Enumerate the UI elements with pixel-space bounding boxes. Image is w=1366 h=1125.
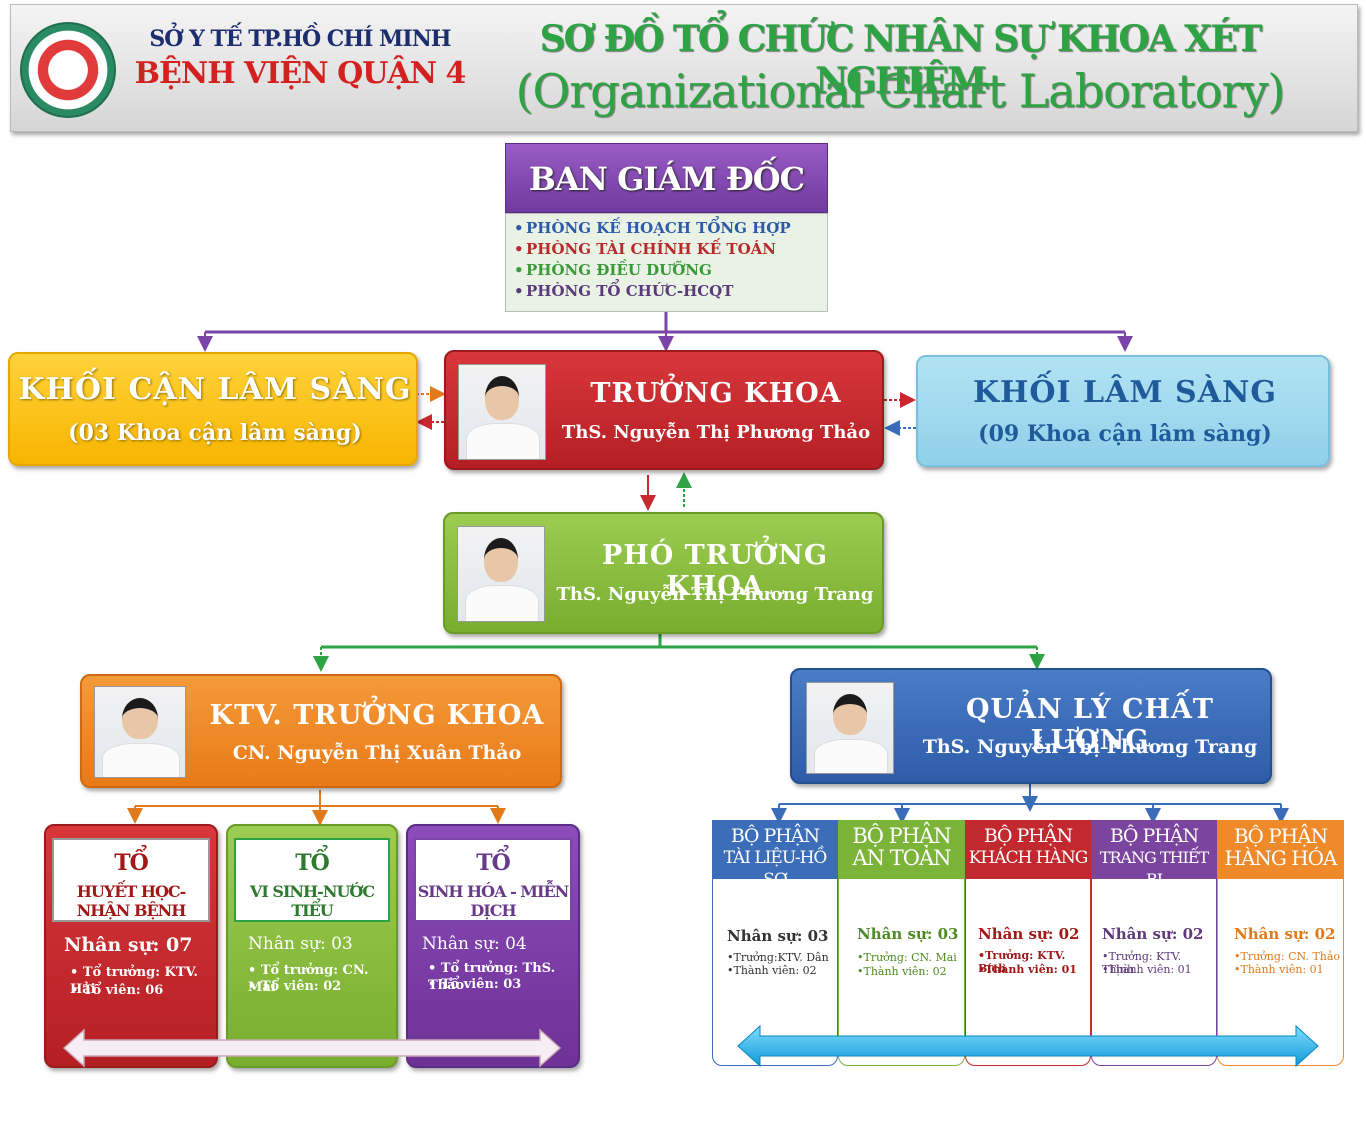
- logo-mark-icon: ✚: [59, 57, 77, 81]
- header-banner: [10, 4, 1358, 132]
- unit-header: BỘ PHẬN AN TOÀN: [839, 821, 964, 879]
- unit-staff-count: Nhân sự: 02: [1102, 925, 1204, 943]
- portrait-photo: [458, 364, 546, 460]
- unit-name: HÀNG HÓA: [1224, 846, 1338, 870]
- team-card: TỔ VI SINH-NƯỚC TIỂU Nhân sự: 03 • Tổ tr…: [226, 824, 398, 1068]
- unit-header: BỘ PHẬN KHÁCH HÀNG: [966, 821, 1090, 879]
- paraclinical-block: KHỐI CẬN LÂM SÀNG (03 Khoa cận lâm sàng): [8, 352, 418, 466]
- unit-staff-count: Nhân sự: 03: [857, 925, 959, 943]
- department-item: •PHÒNG KẾ HOẠCH TỔNG HỢP: [514, 219, 791, 237]
- org-name: BỆNH VIỆN QUẬN 4: [134, 56, 467, 91]
- unit-members: •Thành viên: 01: [1234, 963, 1324, 976]
- team-card: TỔ HUYẾT HỌC-NHẬN BỆNH Nhân sự: 07 • Tổ …: [44, 824, 218, 1068]
- unit-column: BỘ PHẬN HÀNG HÓA Nhân sự: 02 •Trưởng: CN…: [1217, 820, 1344, 1066]
- team-leader: • Tổ trưởng: CN. Mai: [248, 963, 369, 995]
- unit-staff-count: Nhân sự: 02: [978, 925, 1080, 943]
- unit-prefix: BỘ PHẬN: [1109, 825, 1199, 847]
- team-prefix: TỔ: [114, 850, 149, 876]
- unit-leader: •Trưởng: KTV. Thịnh: [1102, 950, 1182, 976]
- portrait-photo: [94, 686, 186, 778]
- unit-prefix: BỘ PHẬN: [852, 824, 951, 848]
- quality-name: ThS. Nguyễn Thị Phương Trang: [922, 736, 1258, 758]
- unit-header: BỘ PHẬN TÀI LIỆU-HỒ SƠ: [713, 821, 837, 890]
- team-staff-count: Nhân sự: 03: [248, 934, 353, 954]
- team-staff-count: Nhân sự: 04: [422, 934, 527, 954]
- team-header: TỔ SINH HÓA - MIỄN DỊCH: [414, 838, 572, 922]
- chief-technician-box: KTV. TRƯỞNG KHOA CN. Nguyễn Thị Xuân Thả…: [80, 674, 562, 788]
- team-leader: • Tổ trưởng: KTV. Hải: [70, 965, 198, 997]
- unit-name: TRANG THIẾT BỊ: [1099, 848, 1209, 889]
- unit-members: •Thành viên: 02: [857, 965, 947, 978]
- unit-members: •Thành viên: 01: [1102, 963, 1192, 976]
- unit-name: AN TOÀN: [852, 846, 952, 870]
- unit-column: BỘ PHẬN AN TOÀN Nhân sự: 03 •Trưởng: CN.…: [838, 820, 965, 1066]
- head-name: ThS. Nguyễn Thị Phương Thảo: [561, 422, 871, 443]
- unit-prefix: BỘ PHẬN: [730, 825, 820, 847]
- org-subtitle: SỞ Y TẾ TP.HỒ CHÍ MINH: [149, 26, 451, 52]
- head-title: TRƯỞNG KHOA: [590, 378, 842, 409]
- portrait-photo: [457, 526, 545, 622]
- department-list: •PHÒNG KẾ HOẠCH TỔNG HỢP •PHÒNG TÀI CHÍN…: [505, 213, 828, 312]
- unit-column: BỘ PHẬN KHÁCH HÀNG Nhân sự: 02 •Trưởng: …: [965, 820, 1091, 1066]
- block-subtitle: (03 Khoa cận lâm sàng): [68, 420, 362, 446]
- chart-title-en: (Organizational Chart Laboratory): [515, 64, 1286, 118]
- team-staff-count: Nhân sự: 07: [64, 934, 193, 956]
- block-title: KHỐI LÂM SÀNG: [972, 375, 1278, 410]
- chief-tech-title: KTV. TRƯỞNG KHOA: [209, 700, 545, 731]
- department-item: •PHÒNG ĐIỀU DƯỠNG: [514, 261, 712, 279]
- quality-management-box: QUẢN LÝ CHẤT LƯỢNG ThS. Nguyễn Thị Phươn…: [790, 668, 1272, 784]
- department-item: •PHÒNG TỔ CHỨC-HCQT: [514, 282, 734, 300]
- deputy-title: PHÓ TRƯỞNG KHOA: [601, 540, 829, 602]
- unit-staff-count: Nhân sự: 03: [727, 927, 829, 945]
- chief-tech-name: CN. Nguyễn Thị Xuân Thảo: [232, 742, 522, 764]
- block-subtitle: (09 Khoa cận lâm sàng): [978, 421, 1272, 447]
- unit-column: BỘ PHẬN TÀI LIỆU-HỒ SƠ Nhân sự: 03 •Trưở…: [712, 820, 838, 1066]
- unit-leader: •Trưởng: CN. Mai: [857, 951, 957, 964]
- deputy-name: ThS. Nguyễn Thị Phương Trang: [556, 584, 874, 605]
- unit-prefix: BỘ PHẬN: [983, 825, 1073, 847]
- unit-name: TÀI LIỆU-HỒ SƠ: [723, 848, 828, 890]
- unit-leader: •Trưởng: CN. Thảo: [1234, 950, 1341, 963]
- team-name: HUYẾT HỌC-NHẬN BỆNH: [76, 882, 187, 920]
- team-leader: • Tổ trưởng: ThS. Thảo: [428, 961, 556, 993]
- unit-prefix: BỘ PHẬN: [1233, 824, 1328, 848]
- quality-title: QUẢN LÝ CHẤT LƯỢNG: [965, 694, 1215, 756]
- team-name: VI SINH-NƯỚC TIỂU: [249, 882, 375, 920]
- team-members: • Tổ viên: 03: [428, 977, 522, 992]
- unit-members: •Thành viên: 02: [727, 964, 817, 977]
- team-members: • Tổ viên: 06: [70, 983, 164, 998]
- head-of-department-box: TRƯỞNG KHOA ThS. Nguyễn Thị Phương Thảo: [444, 350, 884, 470]
- unit-staff-count: Nhân sự: 02: [1234, 925, 1336, 943]
- chart-title: SƠ ĐỒ TỔ CHỨC NHÂN SỰ KHOA XÉT NGHIỆM: [539, 18, 1263, 102]
- portrait-photo: [806, 682, 894, 774]
- director-box: BAN GIÁM ĐỐC: [505, 143, 828, 213]
- team-members: • Tổ viên: 02: [248, 979, 342, 994]
- team-prefix: TỔ: [476, 850, 511, 876]
- department-item: •PHÒNG TÀI CHÍNH KẾ TOÁN: [514, 240, 776, 258]
- team-card: TỔ SINH HÓA - MIỄN DỊCH Nhân sự: 04 • Tổ…: [406, 824, 580, 1068]
- unit-leader: •Trưởng: KTV. Bích: [978, 949, 1066, 975]
- unit-column: BỘ PHẬN TRANG THIẾT BỊ Nhân sự: 02 •Trưở…: [1091, 820, 1217, 1066]
- block-title: KHỐI CẬN LÂM SÀNG: [18, 372, 412, 407]
- deputy-head-box: PHÓ TRƯỞNG KHOA ThS. Nguyễn Thị Phương T…: [443, 512, 884, 634]
- team-prefix: TỔ: [295, 850, 330, 876]
- team-name: SINH HÓA - MIỄN DỊCH: [417, 882, 570, 920]
- clinical-block: KHỐI LÂM SÀNG (09 Khoa cận lâm sàng): [916, 355, 1330, 467]
- unit-members: •Thành viên: 01: [978, 963, 1077, 976]
- team-header: TỔ HUYẾT HỌC-NHẬN BỆNH: [52, 838, 210, 922]
- unit-header: BỘ PHẬN HÀNG HÓA: [1218, 821, 1343, 879]
- hospital-logo: [20, 22, 116, 118]
- team-header: TỔ VI SINH-NƯỚC TIỂU: [234, 838, 390, 922]
- unit-header: BỘ PHẬN TRANG THIẾT BỊ: [1092, 821, 1216, 889]
- unit-name: KHÁCH HÀNG: [968, 848, 1089, 868]
- unit-leader: •Trưởng:KTV. Dân: [727, 951, 829, 964]
